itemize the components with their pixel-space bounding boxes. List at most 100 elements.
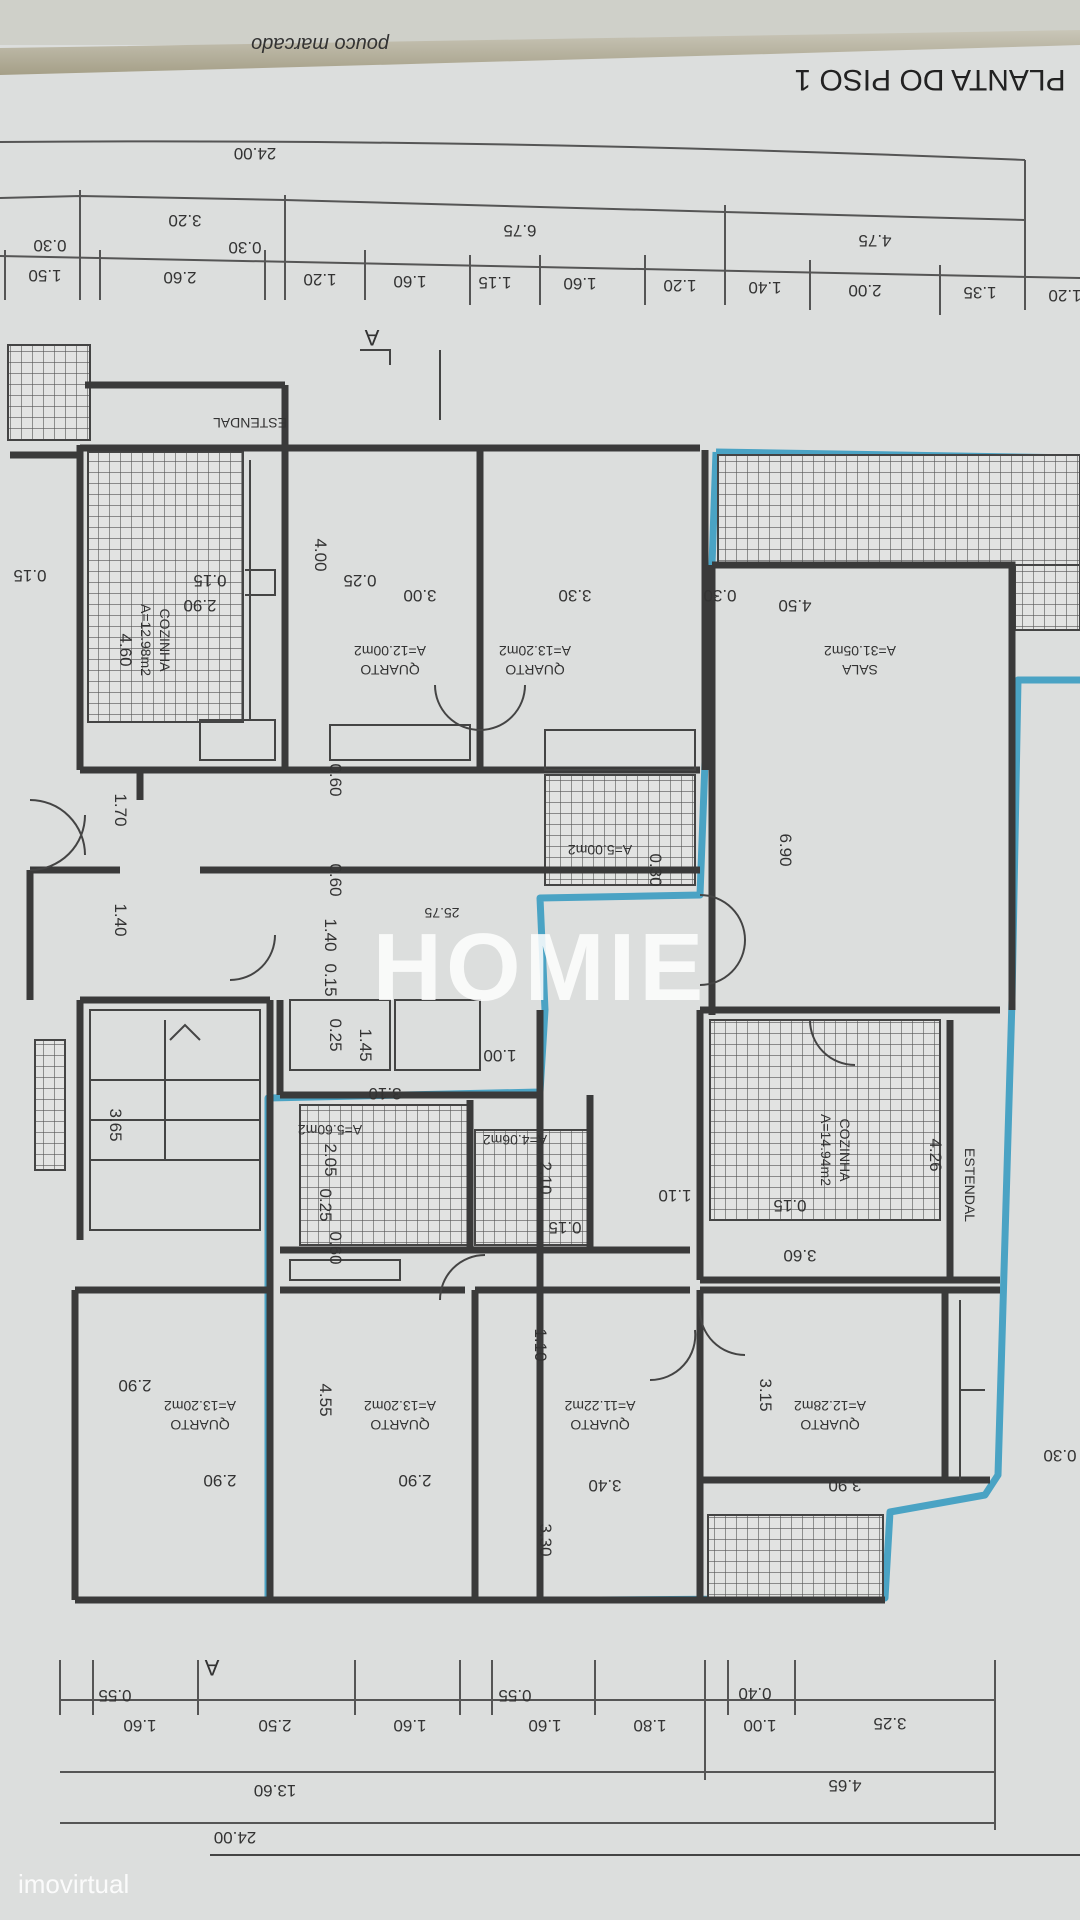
bottom-offset-dimension: 0.55: [98, 1686, 131, 1705]
inner-dimension: 0.30: [703, 586, 736, 605]
room-name: QUARTO: [170, 1417, 229, 1433]
inner-dimension: 2.10: [536, 1161, 555, 1194]
inner-dimension: 1.40: [321, 918, 340, 951]
inner-dimension: 3.40: [588, 1476, 621, 1495]
inner-dimension: 2.90: [398, 1471, 431, 1490]
inner-dimension: 0.15: [321, 963, 340, 996]
inner-dimension: 0.60: [326, 863, 345, 896]
room-name: QUARTO: [360, 662, 419, 678]
bottom-offset-dimension: 0.40: [738, 1684, 771, 1703]
inner-dimension: 6.90: [776, 833, 795, 866]
imovirtual-watermark: imovirtual: [18, 1869, 129, 1899]
inner-dimension: 1.40: [111, 903, 130, 936]
bathroom-area: A=5.00m2: [568, 842, 632, 858]
inner-dimension: 1.10: [531, 1328, 550, 1361]
inner-dimension: 0.30: [1043, 1446, 1076, 1465]
top-minor-dimension: 1.35: [963, 283, 996, 302]
top-minor-dimension: 1.50: [28, 266, 61, 285]
room-area: A=13.20m2: [364, 1398, 436, 1414]
inner-dimension: 0.15: [548, 1218, 581, 1237]
room-name: COZINHA: [157, 609, 173, 673]
room-area: A=11.22m2: [564, 1398, 635, 1414]
inner-dimension: 3.90: [828, 1476, 861, 1495]
bottom-minor-dimension: 1.00: [743, 1716, 776, 1735]
inner-dimension: 3.30: [536, 1523, 555, 1556]
bottom-major-dimension: 4.65: [828, 1776, 861, 1795]
room-name: QUARTO: [570, 1417, 629, 1433]
top-overall-dimension: 24.00: [234, 144, 277, 163]
bottom-minor-dimension: 3.25: [873, 1714, 906, 1733]
room-name: QUARTO: [505, 662, 564, 678]
top-major-dimension: 6.75: [503, 221, 536, 240]
door-swings: [29, 684, 856, 1382]
top-major-dimension: 4.75: [858, 231, 891, 250]
inner-dimension: 0.25: [343, 571, 376, 590]
top-minor-dimension: 1.40: [748, 278, 781, 297]
inner-dimension: 1.10: [658, 1186, 691, 1205]
room-area: A=13.20m2: [499, 643, 571, 659]
bottom-overall-dimension: 24.00: [214, 1828, 257, 1847]
room-area: A=12.98m2: [138, 604, 154, 676]
top-minor-dimension: 2.00: [848, 281, 881, 300]
room-area: A=12.28m2: [794, 1398, 866, 1414]
inner-dimension: 2.05: [321, 1143, 340, 1176]
top-minor-dimension: 2.60: [163, 268, 196, 287]
homie-watermark: HOMIE: [373, 914, 708, 1021]
top-minor-dimension: 1.20: [663, 276, 696, 295]
room-name: SALA: [841, 662, 877, 678]
section-mark-top: A: [364, 325, 379, 350]
estendal-label-right: ESTENDAL: [962, 1148, 978, 1222]
bottom-offset-dimension: 0.55: [498, 1686, 531, 1705]
inner-dimension: 1.70: [111, 793, 130, 826]
inner-dimension: 2.90: [203, 1471, 236, 1490]
top-offset-dimension: 0.30: [228, 238, 261, 257]
inner-dimension: 4.50: [778, 596, 811, 615]
bottom-minor-dimension: 1.60: [528, 1716, 561, 1735]
inner-dimension: 1.45: [356, 1028, 375, 1061]
bottom-minor-dimension: 1.80: [633, 1716, 666, 1735]
room-area: A=12.00m2: [354, 643, 426, 659]
inner-dimension: 3.00: [403, 586, 436, 605]
inner-dimension: 2.90: [183, 596, 216, 615]
inner-dimension: 3.65: [106, 1108, 125, 1141]
inner-dimension: 0.25: [326, 1018, 345, 1051]
inner-dimension: 0.15: [13, 566, 46, 585]
inner-dimension: 0.15: [773, 1196, 806, 1215]
inner-dimension: 3.15: [756, 1378, 775, 1411]
bottom-minor-dimension: 1.60: [393, 1716, 426, 1735]
paper-fold: [0, 30, 1080, 75]
inner-dimension: 0.30: [646, 853, 665, 886]
room-area: A=13.20m2: [164, 1398, 236, 1414]
inner-dimension: 0.15: [193, 571, 226, 590]
inner-dimension: 0.60: [326, 763, 345, 796]
top-offset-dimension: 0.30: [33, 236, 66, 255]
plan-title: PLANTA DO PISO 1: [794, 63, 1065, 96]
handwritten-note: pouco marcado: [251, 33, 390, 55]
top-minor-dimension: 1.60: [393, 272, 426, 291]
inner-dimension: 0.25: [316, 1188, 335, 1221]
top-minor-dimension: 1.60: [563, 274, 596, 293]
room-name: QUARTO: [370, 1417, 429, 1433]
bottom-dimension-lines: [59, 1660, 996, 1830]
inner-dimension: 0.60: [326, 1231, 345, 1264]
top-minor-dimension: 1.20: [303, 270, 336, 289]
room-area: A=14.94m2: [818, 1114, 834, 1186]
inner-dimension: 2.90: [118, 1376, 151, 1395]
bathroom-area: A=5.60m2: [298, 1122, 362, 1138]
inner-dimension: 4.00: [311, 538, 330, 571]
bottom-minor-dimension: 1.60: [123, 1716, 156, 1735]
inner-dimension: 3.60: [783, 1246, 816, 1265]
section-mark-bottom: A: [204, 1655, 219, 1680]
estendal-label-top: ESTENDAL: [213, 415, 287, 431]
room-name: COZINHA: [837, 1119, 853, 1183]
walls: [10, 349, 1080, 1856]
inner-dimension: 4.26: [926, 1138, 945, 1171]
landing-label: 25.75: [424, 905, 459, 921]
inner-dimension: 3.10: [368, 1084, 401, 1103]
top-dimension-lines: [0, 140, 1080, 315]
room-area: A=31.05m2: [824, 643, 896, 659]
inner-dimension: 1.00: [483, 1046, 516, 1065]
inner-dimension: 3.30: [558, 586, 591, 605]
bottom-major-dimension: 13.60: [254, 1781, 297, 1800]
